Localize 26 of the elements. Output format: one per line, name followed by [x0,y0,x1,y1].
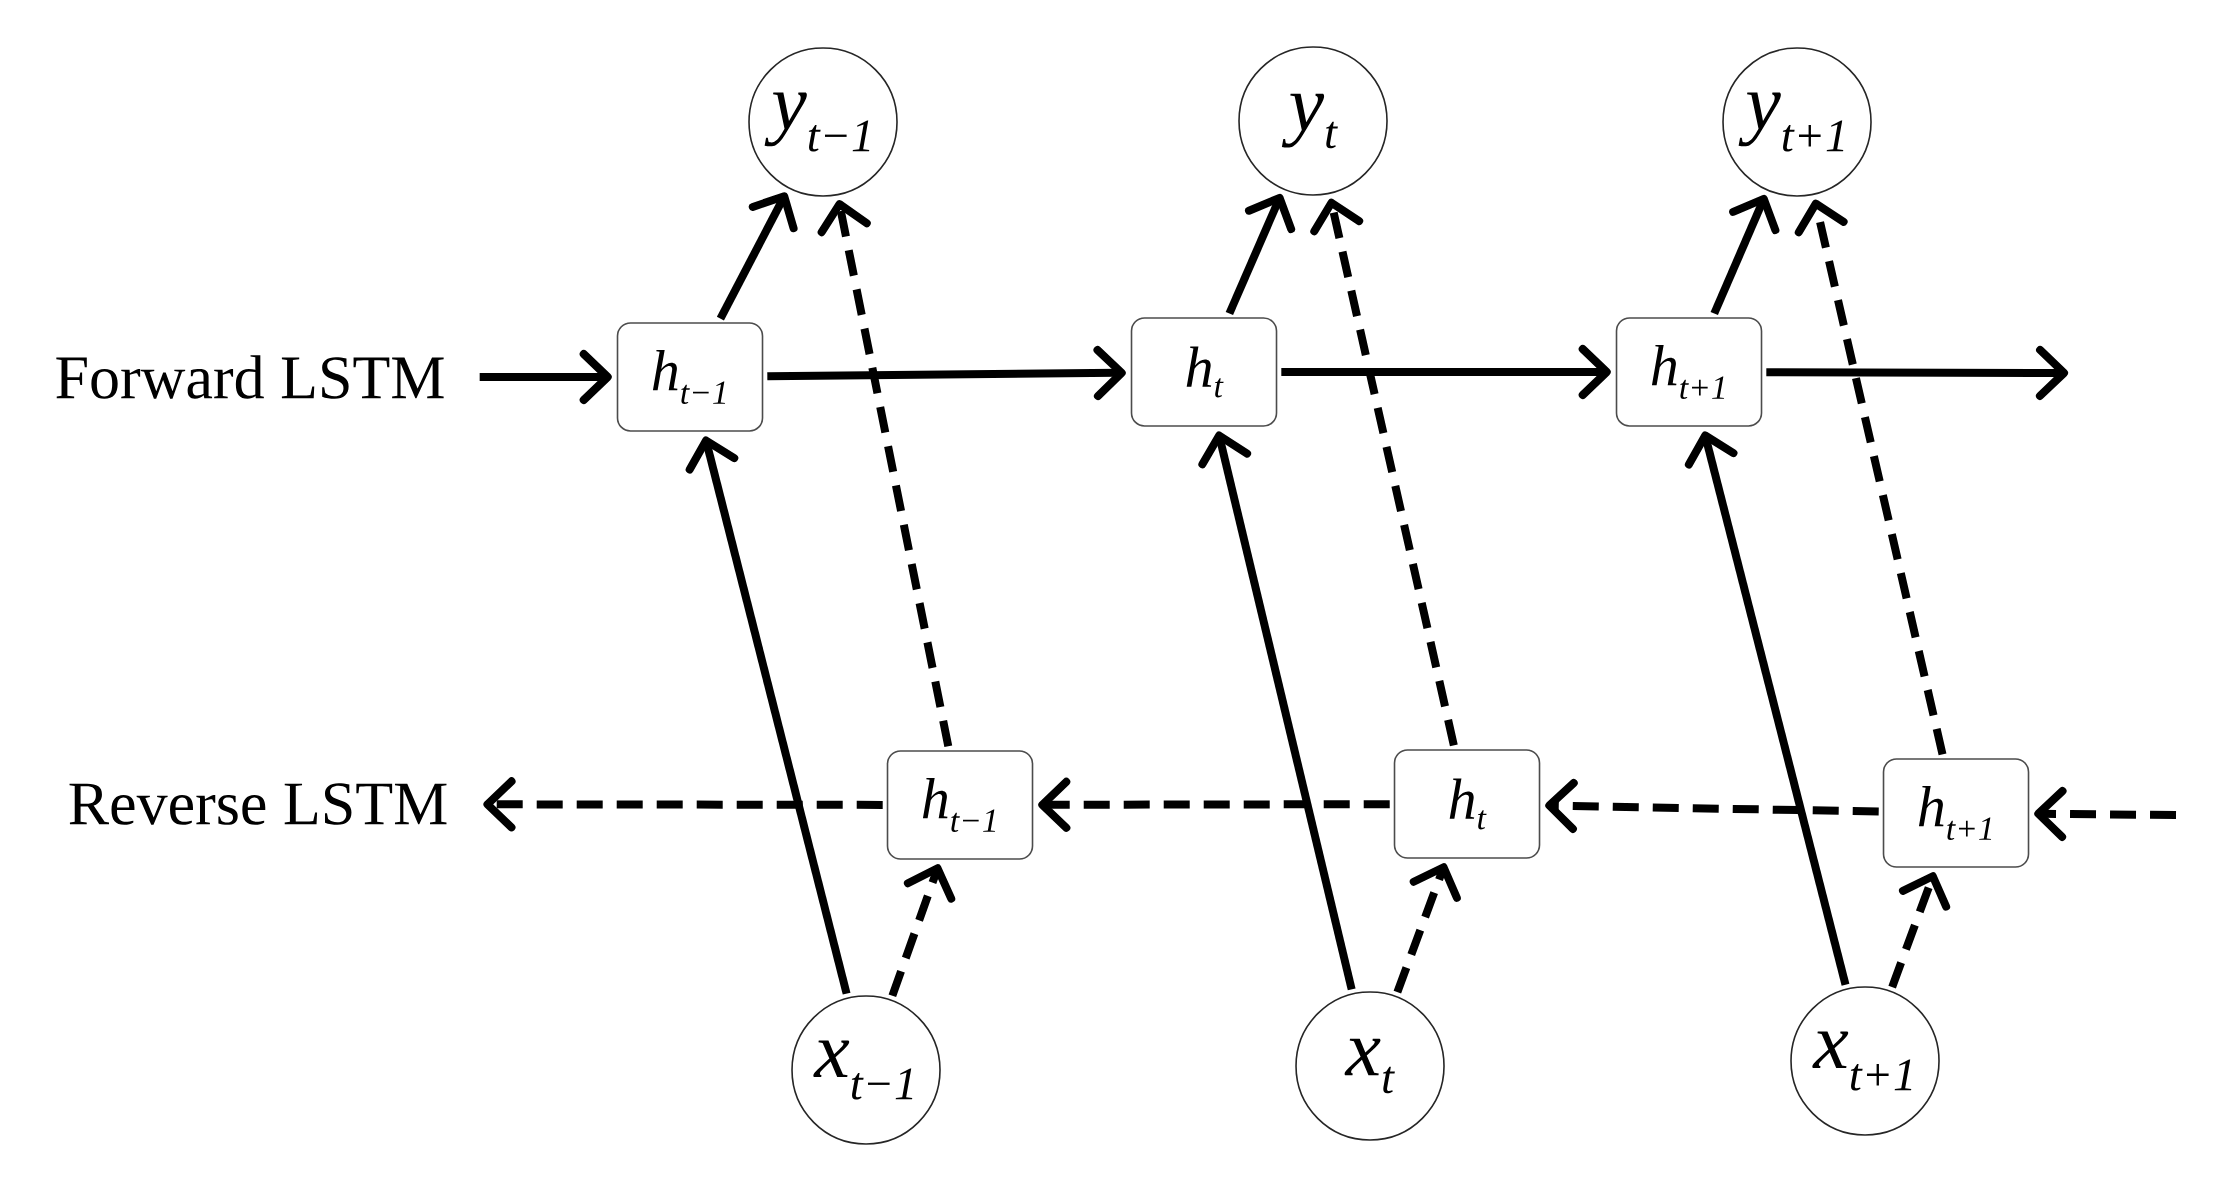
dashed-arrow [1888,872,1951,989]
rounded-box: h$_{t}$ [1393,749,1541,859]
arrow [1684,431,1850,986]
rounded-box: h$_{t}$ [1130,317,1278,427]
circle-node: y$_{t}$ [1238,46,1388,196]
circle-node: y$_{t+1}$ [1722,47,1872,197]
rounded-box: h$_{t+1}$ [1882,758,2030,868]
rounded-box: h$_{t−1}$ [886,750,1034,860]
circle-node: x$_{t+1}$ [1790,986,1940,1136]
arrow [685,436,851,995]
rounded-box: h$_{t−1}$ [616,322,764,432]
dashed-arrow [888,864,956,998]
dashed-arrow [1393,863,1461,994]
row-label: Forward LSTM [56,355,444,399]
dashed-arrow [817,200,953,748]
rounded-box: h$_{t+1}$ [1615,317,1763,427]
arrow [716,192,798,321]
circle-node: x$_{t−1}$ [791,995,941,1145]
circle-node: y$_{t−1}$ [748,47,898,197]
dashed-arrow [1794,199,1947,756]
arrow [1198,431,1356,991]
arrow [1225,193,1296,316]
dashed-arrow [1310,198,1458,747]
arrow [1710,194,1780,316]
circle-node: x$_{t}$ [1295,991,1445,1141]
row-label: Reverse LSTM [69,783,447,825]
